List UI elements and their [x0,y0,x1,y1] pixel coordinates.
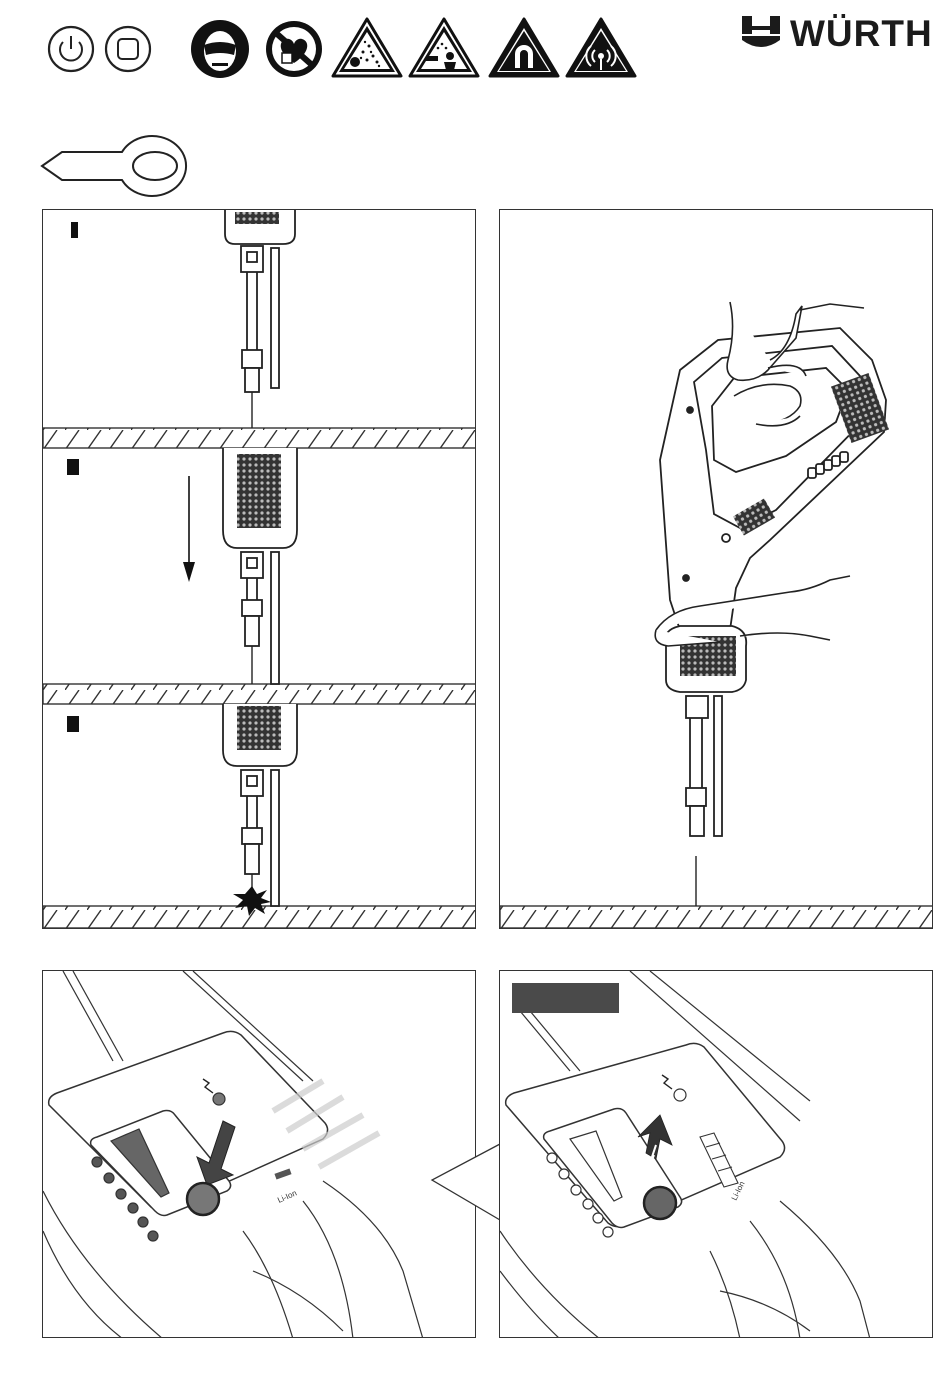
step-marker-3 [67,716,79,732]
power-adjust-button [644,1187,676,1219]
electromagnetic-radiation-warning-icon [565,16,637,78]
callout-pointer [430,1140,502,1230]
push-down-arrow-icon [183,476,195,582]
sheet-metal-surface-2 [43,684,476,704]
step-marker-1 [71,222,78,238]
status-led [213,1093,225,1105]
power-adjust-release-panel: Li-Ion [499,970,933,1338]
spotter-tool-step-2 [223,448,297,684]
power-adjust-button [187,1183,219,1215]
procedure-steps-panel [42,209,476,929]
step-marker-2 [67,459,79,475]
stop-button-icon [103,24,153,74]
tool-handling-illustration [500,210,933,929]
sheet-metal-surface-1 [43,428,476,448]
status-led [674,1089,686,1101]
spotter-tool-step-3 [223,704,297,906]
power-adjust-press-panel: Li-Ion [42,970,476,1338]
power-adjust-release-illustration: Li-Ion [500,971,933,1338]
tool-handling-panel [499,209,933,929]
spotter-tool-step-1 [225,210,295,428]
no-pacemaker-icon [264,19,324,79]
wurth-logo: WÜRTH [740,14,933,52]
li-ion-label: Li-Ion [276,1188,298,1204]
wurth-logo-emblem-icon [740,14,782,52]
dent-puller-electrode-icon [40,134,190,198]
power-adjust-press-illustration: Li-Ion [43,971,476,1338]
hot-surface-warning-icon [408,16,480,78]
power-button-icon [46,24,96,74]
wear-eye-protection-icon [190,19,250,79]
flying-sparks-warning-icon [331,16,403,78]
step-badge [512,983,619,1013]
magnetic-field-warning-icon [488,16,560,78]
brand-name: WÜRTH [790,15,933,52]
procedure-steps-illustration [43,210,476,929]
sheet-metal-surface [500,906,933,928]
